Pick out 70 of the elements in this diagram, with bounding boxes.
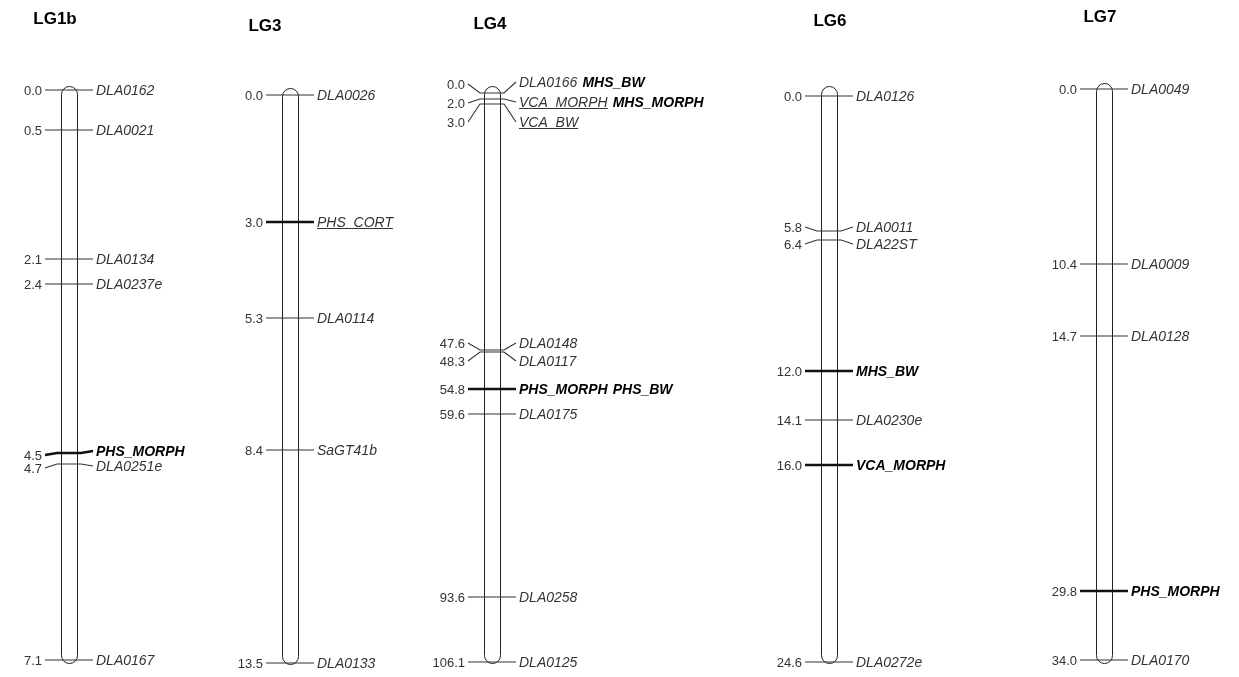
position-label: 16.0 (776, 458, 802, 472)
marker-name: DLA0134 (96, 252, 155, 266)
position-label: 106.1 (432, 655, 465, 669)
position-label: 24.6 (776, 655, 802, 669)
marker-name: DLA0114 (317, 311, 375, 325)
position-label: 48.3 (439, 354, 465, 368)
marker-name: DLA0167 (96, 653, 155, 667)
position-label: 4.7 (23, 461, 42, 475)
marker-name: DLA0011 (856, 220, 914, 234)
marker-name: DLA0125 (519, 655, 578, 669)
position-label: 47.6 (439, 336, 465, 350)
marker-name: DLA0133 (317, 656, 376, 670)
marker-name: DLA0230e (856, 413, 923, 427)
position-label: 93.6 (439, 590, 465, 604)
linkage-group-title: LG1b (33, 10, 77, 27)
position-label: 59.6 (439, 407, 465, 421)
linkage-group-title: LG3 (248, 17, 282, 34)
position-label: 14.7 (1051, 329, 1077, 343)
position-label: 29.8 (1051, 584, 1077, 598)
marker-name: DLA0237e (96, 277, 163, 291)
position-label: 4.5 (23, 448, 42, 462)
position-label: 10.4 (1051, 257, 1077, 271)
marker-name: MHS_BW (582, 75, 645, 89)
position-label: 0.5 (23, 123, 42, 137)
position-label: 54.8 (439, 382, 465, 396)
marker-name: VCA_MORPH (856, 458, 946, 472)
marker-name: PHS_CORT (317, 215, 393, 229)
marker-name: DLA0009 (1131, 257, 1190, 271)
position-label: 2.0 (446, 96, 465, 110)
marker-name: DLA0272e (856, 655, 923, 669)
marker-name: MHS_MORPH (612, 95, 704, 109)
marker-name: DLA0175 (519, 407, 578, 421)
marker-name: SaGT41b (317, 443, 377, 457)
position-label: 12.0 (776, 364, 802, 378)
position-label: 0.0 (1058, 82, 1077, 96)
marker-name: VCA_MORPH (519, 95, 608, 109)
marker-name: PHS_BW (612, 382, 673, 396)
marker-name: DLA0162 (96, 83, 155, 97)
position-label: 8.4 (244, 443, 263, 457)
marker-name: DLA0251e (96, 459, 163, 473)
marker-name: PHS_MORPH (1131, 584, 1220, 598)
position-label: 2.1 (23, 252, 42, 266)
position-label: 14.1 (776, 413, 802, 427)
marker-name: DLA0128 (1131, 329, 1190, 343)
marker-name: DLA0148 (519, 336, 578, 350)
position-label: 7.1 (23, 653, 42, 667)
position-label: 0.0 (783, 89, 802, 103)
position-label: 2.4 (23, 277, 42, 291)
position-label: 6.4 (783, 237, 802, 251)
marker-name: DLA0258 (519, 590, 578, 604)
marker-name: MHS_BW (856, 364, 919, 378)
marker-name: DLA0021 (96, 123, 155, 137)
position-label: 0.0 (244, 88, 263, 102)
marker-name: PHS_MORPH (519, 382, 608, 396)
position-label: 3.0 (244, 215, 263, 229)
position-label: 13.5 (237, 656, 263, 670)
position-label: 5.3 (244, 311, 263, 325)
marker-name: VCA_BW (519, 115, 579, 129)
position-label: 0.0 (446, 77, 465, 91)
linkage-group-title: LG7 (1083, 8, 1117, 25)
marker-name: DLA22ST (856, 237, 917, 251)
position-label: 34.0 (1051, 653, 1077, 667)
marker-name: PHS_MORPH (96, 444, 185, 458)
linkage-group-title: LG6 (813, 12, 847, 29)
marker-name: DLA0170 (1131, 653, 1190, 667)
position-label: 3.0 (446, 115, 465, 129)
marker-name: DLA0117 (519, 354, 577, 368)
position-label: 5.8 (783, 220, 802, 234)
linkage-group-title: LG4 (473, 15, 507, 32)
position-label: 0.0 (23, 83, 42, 97)
